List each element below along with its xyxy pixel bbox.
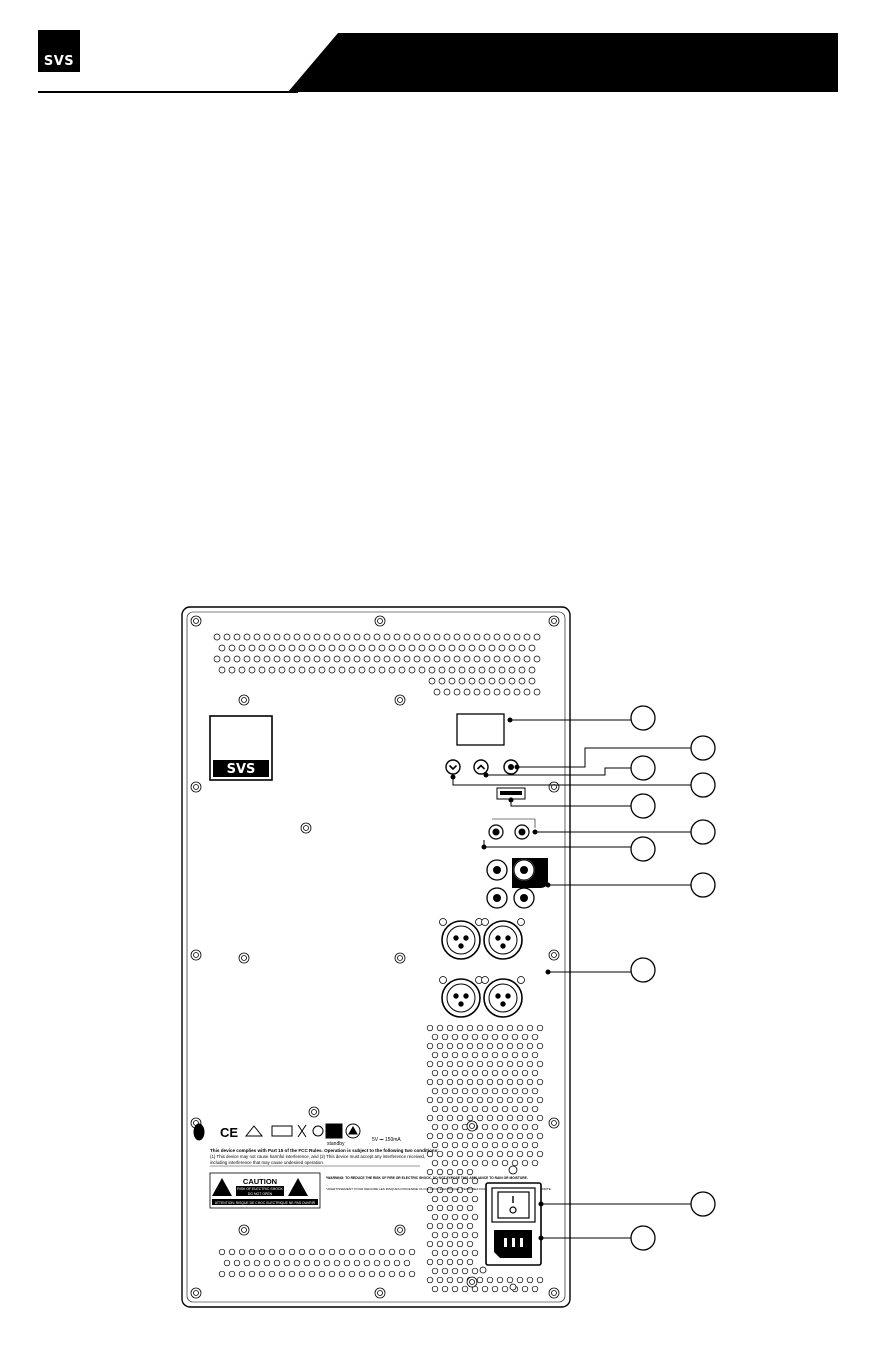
panel-screws	[190, 615, 560, 1299]
svg-text:DO NOT OPEN: DO NOT OPEN	[248, 1192, 273, 1196]
down-button[interactable]	[445, 759, 461, 775]
fcc-text-3: including interference that may cause un…	[210, 1160, 324, 1165]
ce-mark-icon: CE	[220, 1125, 238, 1140]
power-inlet[interactable]	[494, 1230, 532, 1258]
power-switch[interactable]	[497, 1191, 530, 1219]
rcm-icon	[244, 1125, 264, 1137]
trigger-jack[interactable]	[488, 824, 504, 840]
callouts	[450, 705, 716, 1251]
panel-outline	[181, 606, 571, 1308]
rca-inputs[interactable]	[486, 858, 548, 909]
svg-text:CAUTION: CAUTION	[243, 1177, 277, 1186]
chevron-down-icon	[448, 764, 458, 771]
ir-jack[interactable]	[514, 824, 530, 840]
usb-port[interactable]	[496, 787, 526, 800]
up-button[interactable]	[473, 759, 489, 775]
right-vent-grille	[426, 1024, 544, 1293]
svs-logo: SVS	[38, 30, 80, 72]
top-vent-grille	[213, 633, 541, 696]
fcc-text-1: This device complies with Part 15 of the…	[210, 1148, 439, 1153]
svg-text:ATTENTION: RISQUE DE CHOC ELEC: ATTENTION: RISQUE DE CHOC ELECTRIQUE NE …	[215, 1201, 316, 1205]
power-module	[479, 1165, 542, 1291]
bottom-vent-grille	[218, 1248, 416, 1278]
shock-warning-icon	[212, 1178, 232, 1196]
xlr-connectors[interactable]	[439, 918, 525, 1018]
fcc-text-2: (1) This device may not cause harmful in…	[210, 1154, 425, 1159]
svg-text:RISK OF ELECTRIC SHOCK: RISK OF ELECTRIC SHOCK	[237, 1187, 283, 1191]
header-band	[288, 33, 838, 92]
certification-icons: CE standby 5V ⎓ 150mA	[193, 1123, 401, 1147]
safety-icon	[345, 1123, 361, 1139]
panel-logo: SVS	[209, 715, 273, 781]
energy-icon	[312, 1125, 324, 1137]
standby-icon	[325, 1123, 343, 1139]
chevron-up-icon	[476, 764, 486, 770]
header-rule	[38, 91, 298, 93]
rohs-icon	[271, 1125, 293, 1137]
display-window	[456, 713, 505, 746]
svg-text:standby: standby	[327, 1141, 345, 1147]
svg-text:5V ⎓ 150mA: 5V ⎓ 150mA	[372, 1137, 401, 1143]
caution-label: CAUTION RISK OF ELECTRIC SHOCK DO NOT OP…	[209, 1172, 321, 1209]
weee-icon	[297, 1124, 307, 1138]
svg-text:SVS: SVS	[227, 762, 256, 777]
warning-text-1: *WARNING: TO REDUCE THE RISK OF FIRE OR …	[326, 1176, 528, 1180]
exclamation-warning-icon	[288, 1178, 308, 1196]
page-header: SVS	[0, 0, 881, 100]
warning-text-2: *AVERTISSEMENT: POUR REDUIRE LES RISQUES…	[326, 1187, 552, 1191]
bluetooth-icon	[193, 1123, 205, 1141]
